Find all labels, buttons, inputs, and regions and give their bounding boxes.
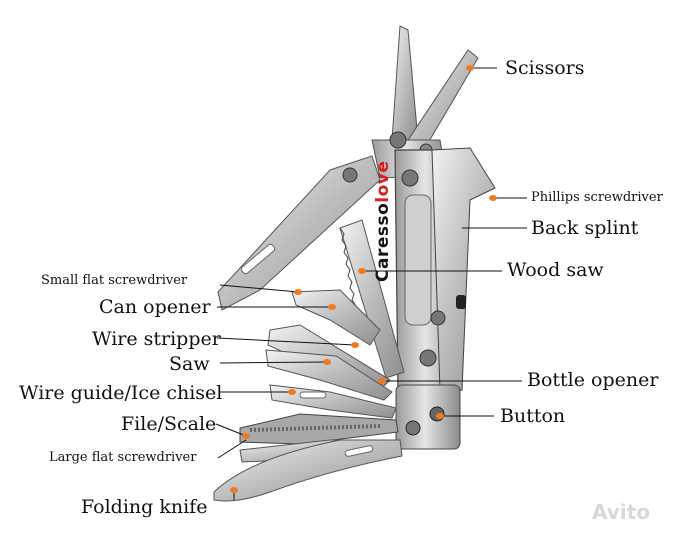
pointer-dot [489, 195, 497, 201]
file-scale-part [239, 413, 399, 445]
pointer-dot [230, 487, 238, 493]
folding-knife-part [213, 439, 403, 502]
can-opener-part [291, 289, 381, 346]
label-button: Button [500, 405, 566, 427]
pointer-dot [323, 359, 331, 365]
label-scissors: Scissors [505, 57, 585, 79]
main-body-part [394, 147, 496, 393]
pointer-lines [215, 67, 527, 500]
pointer-dot [242, 433, 250, 439]
label-can-opener: Can opener [99, 296, 211, 318]
label-phillips-screwdriver: Phillips screwdriver [531, 190, 663, 205]
label-small-flat-screwdriver: Small flat screwdriver [41, 273, 188, 288]
label-wire-guide: Wire guide/Ice chisel [19, 382, 223, 404]
label-bottle-opener: Bottle opener [527, 369, 659, 391]
label-file-scale: File/Scale [121, 413, 217, 435]
label-wood-saw: Wood saw [507, 259, 604, 281]
label-back-splint: Back splint [531, 217, 639, 239]
pointer-dot [294, 289, 302, 295]
brand-part-accent: love [373, 160, 393, 203]
pointer-dot [358, 268, 366, 274]
left-arm-part [217, 155, 381, 311]
pointer-dot [466, 65, 474, 71]
pointer-dots [230, 65, 497, 493]
brand-logo: Caressolove [373, 161, 393, 282]
brand-part-dark: Caresso [373, 202, 393, 282]
label-folding-knife: Folding knife [81, 496, 208, 518]
pointer-dot [436, 413, 444, 419]
watermark-logo: Avito [592, 500, 650, 524]
pointer-dot [288, 389, 296, 395]
label-large-flat-screwdriver: Large flat screwdriver [49, 450, 197, 465]
button-block-part [395, 384, 461, 450]
pointer-dot [328, 304, 336, 310]
pointer-dot [351, 342, 359, 348]
wire-guide-part [269, 384, 397, 419]
label-saw: Saw [169, 353, 210, 375]
label-wire-stripper: Wire stripper [92, 328, 221, 350]
pointer-dot [378, 378, 386, 384]
